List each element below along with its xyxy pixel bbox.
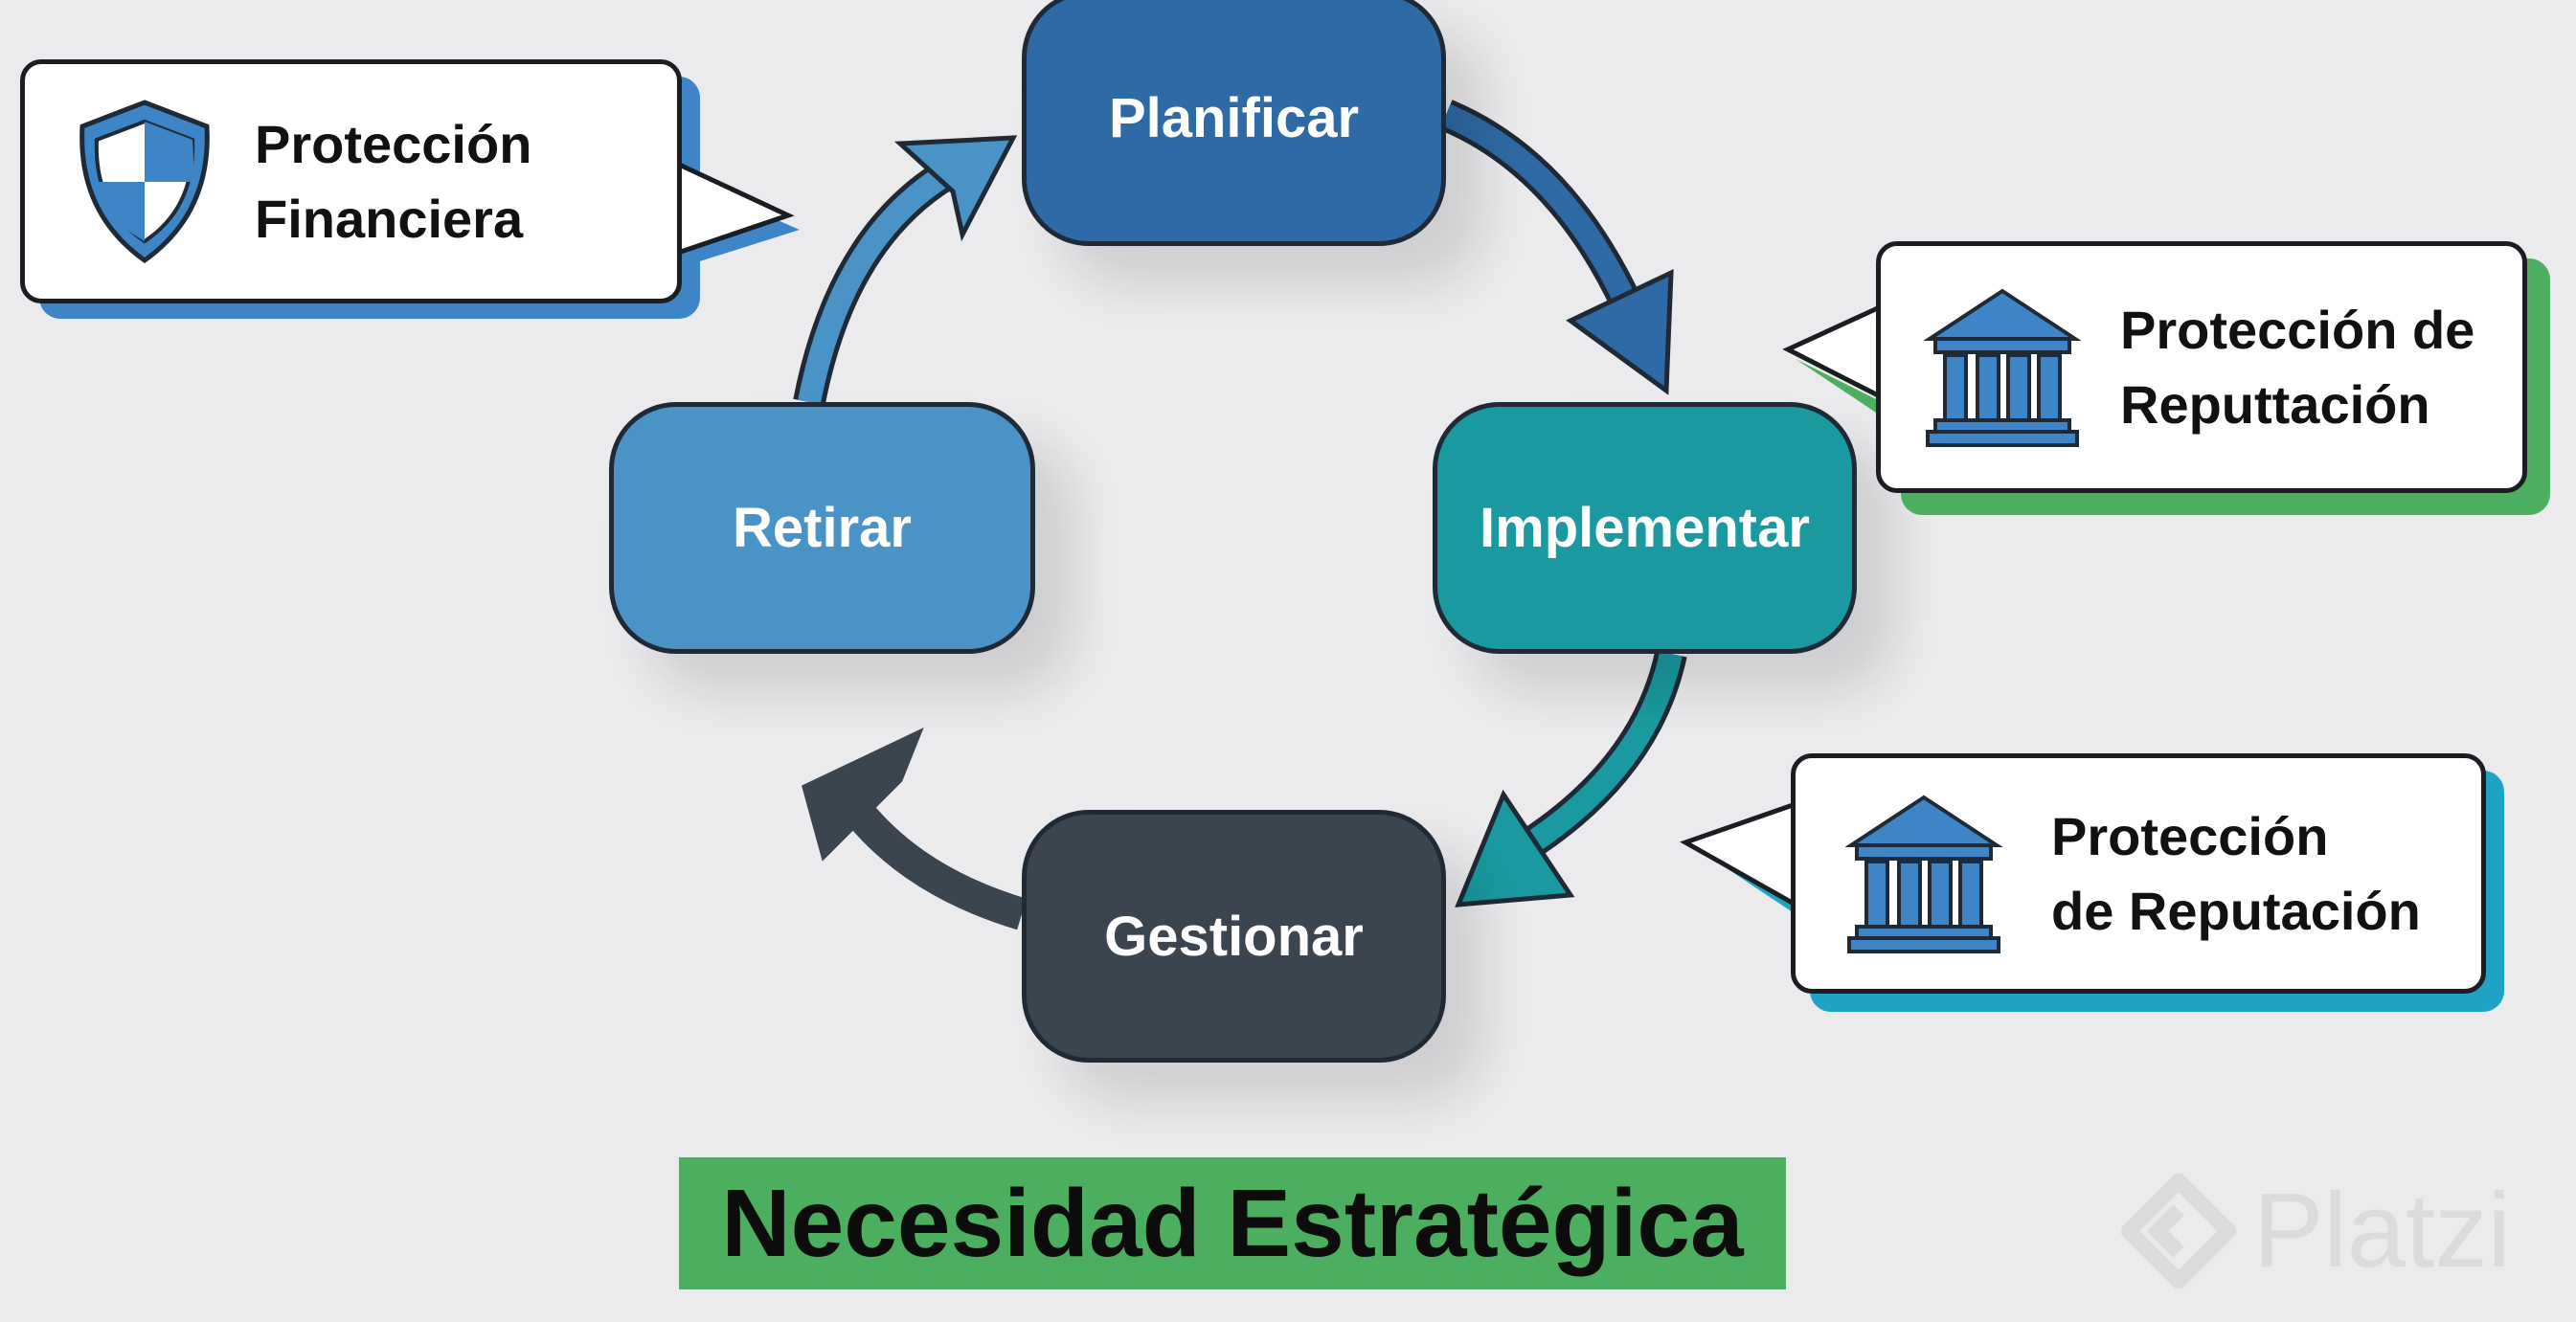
step-planificar: Planificar	[1022, 0, 1446, 246]
platzi-logo-icon	[2121, 1173, 2236, 1288]
arrow-retirar-to-planificar	[793, 135, 1018, 406]
diagram-title: Necesidad Estratégica	[679, 1157, 1786, 1289]
callout-tail	[672, 159, 800, 266]
callout-proteccion-financiera: Protección Financiera	[20, 59, 682, 303]
callout-tail	[1782, 302, 1885, 416]
callout-line2: de Reputación	[2051, 880, 2421, 941]
callout-line1: Protección	[2051, 806, 2329, 867]
callout-line2: Financiera	[255, 188, 524, 249]
arrow-implementar-to-gestionar	[1455, 650, 1687, 907]
step-label: Gestionar	[1104, 905, 1364, 968]
callout-line1: Protección de	[2120, 300, 2475, 361]
bank-icon	[1924, 288, 2082, 447]
step-retirar: Retirar	[609, 402, 1035, 654]
step-label: Planificar	[1108, 87, 1360, 149]
arrow-planificar-to-implementar	[1439, 100, 1674, 395]
shield-icon	[79, 100, 210, 264]
callout-proteccion-reputtacion: Protección de Reputtación	[1876, 241, 2527, 493]
platzi-watermark: Platzi	[2121, 1170, 2511, 1291]
callout-line2: Reputtación	[2120, 373, 2430, 435]
bank-icon	[1845, 795, 2003, 953]
callout-proteccion-reputacion: Protección de Reputación	[1791, 753, 2486, 994]
step-gestionar: Gestionar	[1022, 810, 1446, 1063]
step-implementar: Implementar	[1433, 402, 1857, 654]
callout-line1: Protección	[255, 114, 532, 175]
watermark-text: Platzi	[2253, 1172, 2511, 1289]
step-label: Retirar	[733, 497, 912, 559]
step-label: Implementar	[1480, 497, 1810, 559]
callout-tail	[1679, 800, 1798, 914]
arrow-gestionar-to-retirar	[802, 728, 1027, 930]
